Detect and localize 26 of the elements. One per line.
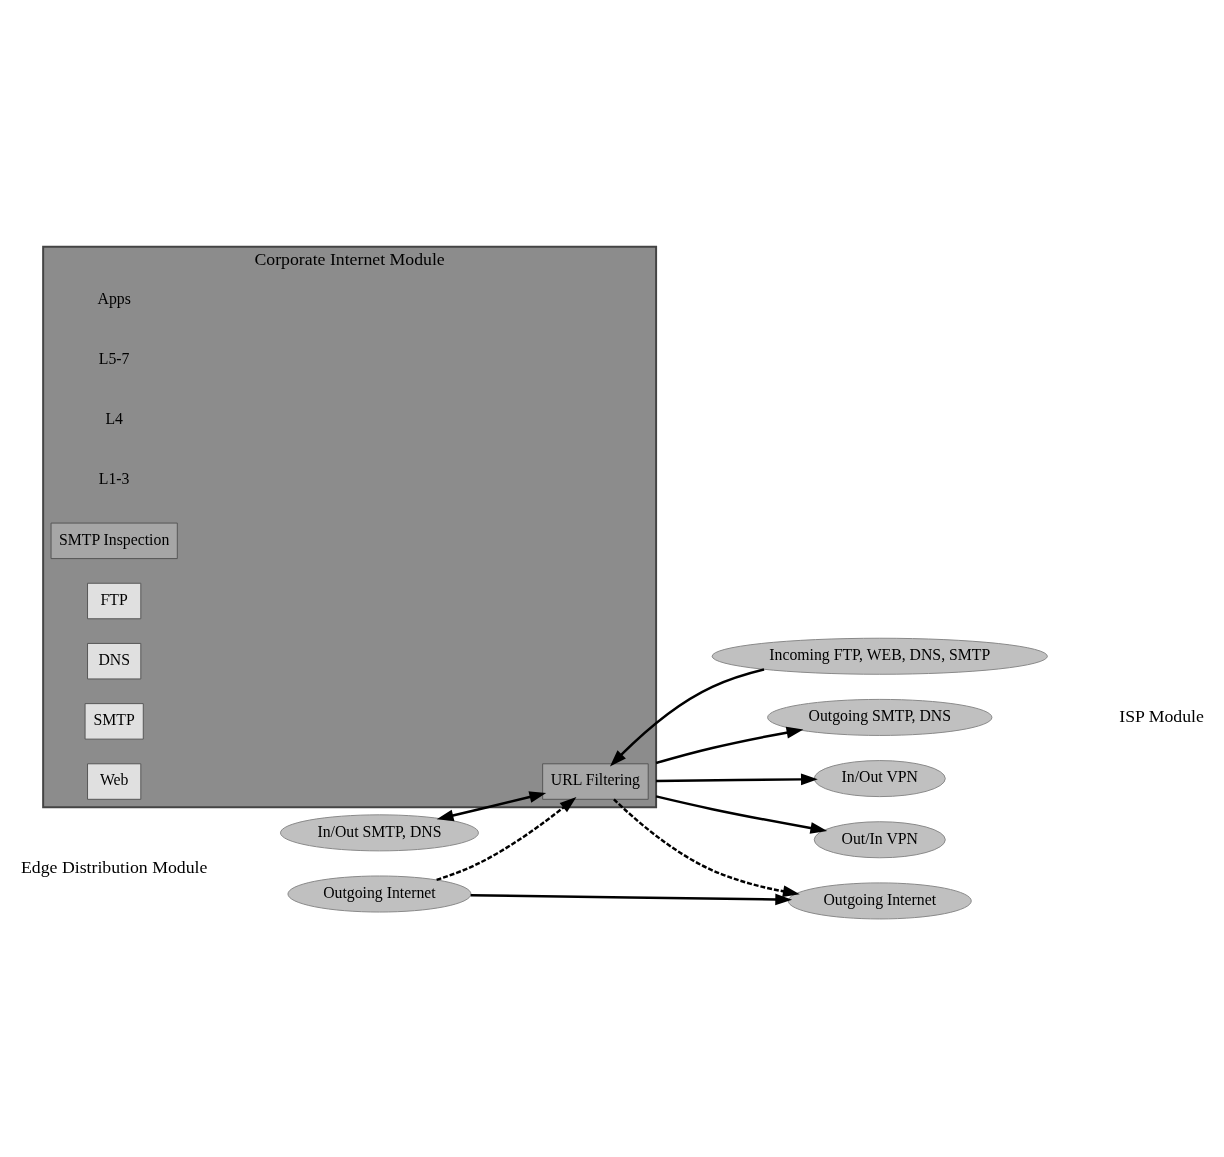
label: Edge Distribution Module bbox=[20, 856, 208, 877]
arrow bbox=[613, 797, 800, 897]
arrow bbox=[436, 796, 577, 881]
arrow bbox=[655, 726, 804, 764]
node-ellipse: In/Out SMTP, DNS bbox=[280, 813, 479, 851]
node-box: SMTP bbox=[84, 702, 144, 740]
arrow bbox=[655, 794, 828, 834]
node-box: Web bbox=[87, 762, 142, 800]
label: Apps bbox=[97, 289, 131, 307]
label: ISP Module bbox=[1119, 705, 1204, 726]
node-ellipse: In/Out VPN bbox=[813, 759, 946, 797]
label: L4 bbox=[105, 409, 123, 427]
node-box: FTP bbox=[87, 582, 142, 619]
node-ellipse: Incoming FTP, WEB, DNS, SMTP bbox=[711, 637, 1048, 675]
node-ellipse: Outgoing Internet bbox=[787, 881, 972, 919]
node-box: URL Filtering bbox=[542, 762, 649, 800]
node-ellipse: Out/In VPN bbox=[813, 820, 946, 858]
arrow bbox=[470, 893, 793, 905]
arrow bbox=[436, 790, 547, 821]
label: L1-3 bbox=[98, 469, 130, 487]
arrow bbox=[656, 773, 818, 785]
node-ellipse: Outgoing Internet bbox=[287, 875, 472, 913]
node-box: DNS bbox=[87, 642, 142, 679]
label: L5-7 bbox=[98, 349, 130, 367]
arrow bbox=[609, 667, 765, 766]
node-box: SMTP Inspection bbox=[50, 522, 178, 559]
